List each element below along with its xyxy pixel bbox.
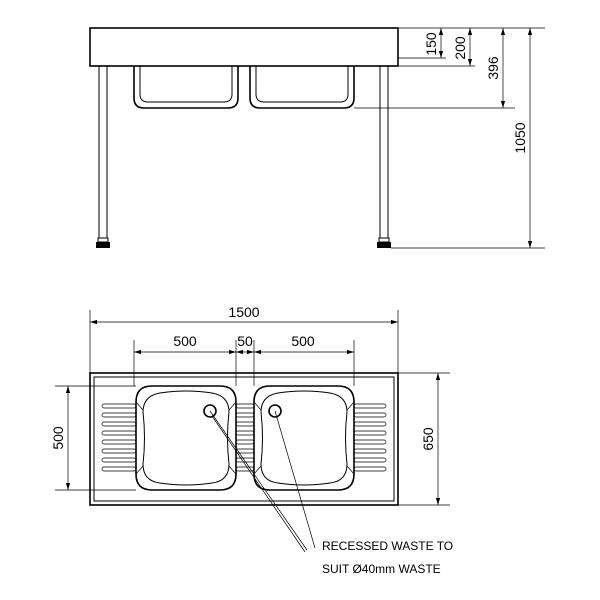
drainer-groove bbox=[235, 412, 255, 418]
dim-overall-width: 1500 bbox=[228, 304, 259, 320]
plan-benchtop bbox=[89, 372, 399, 506]
bowl-plan-left bbox=[135, 385, 237, 491]
waste-outlet-right bbox=[268, 404, 282, 418]
benchtop bbox=[89, 27, 399, 67]
drainer-groove bbox=[101, 457, 137, 463]
waste-note-line1: RECESSED WASTE TO bbox=[322, 539, 453, 553]
drainer-groove bbox=[353, 430, 387, 436]
drainer-groove bbox=[235, 430, 255, 436]
bowl-elevation-right bbox=[249, 66, 355, 109]
waste-outlet-left bbox=[203, 404, 217, 418]
drainer-grooves-left bbox=[101, 403, 137, 472]
dim-bowl-left: 500 bbox=[173, 333, 197, 349]
drainer-groove bbox=[101, 430, 137, 436]
bowl-elevation-left bbox=[133, 66, 239, 109]
dim-396: 396 bbox=[485, 56, 501, 80]
dim-bowl-right: 500 bbox=[291, 333, 315, 349]
drainer-groove bbox=[353, 466, 387, 472]
drainer-groove bbox=[353, 457, 387, 463]
drainer-groove bbox=[235, 421, 255, 427]
dim-200: 200 bbox=[452, 36, 468, 60]
drainer-groove bbox=[101, 403, 137, 409]
dim-bowl-gap: 50 bbox=[237, 333, 253, 349]
bowl-plan-right bbox=[253, 385, 355, 491]
drainer-groove bbox=[101, 439, 137, 445]
drainer-groove bbox=[353, 448, 387, 454]
waste-note-line2: SUIT Ø40mm WASTE bbox=[322, 562, 441, 576]
drainer-groove bbox=[101, 412, 137, 418]
drainer-groove bbox=[353, 421, 387, 427]
drainer-groove bbox=[101, 448, 137, 454]
drainer-groove bbox=[353, 403, 387, 409]
plan-view: 1500 500 50 500 500 650 RECESSED WASTE T… bbox=[50, 304, 453, 576]
front-elevation: 150 200 396 1050 bbox=[89, 27, 545, 249]
dim-bowl-depth: 500 bbox=[50, 426, 66, 450]
drainer-groove bbox=[101, 466, 137, 472]
dim-1050: 1050 bbox=[512, 122, 528, 153]
drainer-grooves-right bbox=[353, 403, 387, 472]
drainer-groove bbox=[353, 439, 387, 445]
leg-left bbox=[96, 65, 110, 248]
drainer-groove bbox=[101, 421, 137, 427]
dim-overall-depth: 650 bbox=[420, 427, 436, 451]
dim-150: 150 bbox=[423, 32, 439, 56]
drainer-groove bbox=[235, 439, 255, 445]
drainer-groove bbox=[353, 412, 387, 418]
leg-right bbox=[377, 65, 391, 248]
drainer-groove bbox=[235, 403, 255, 409]
